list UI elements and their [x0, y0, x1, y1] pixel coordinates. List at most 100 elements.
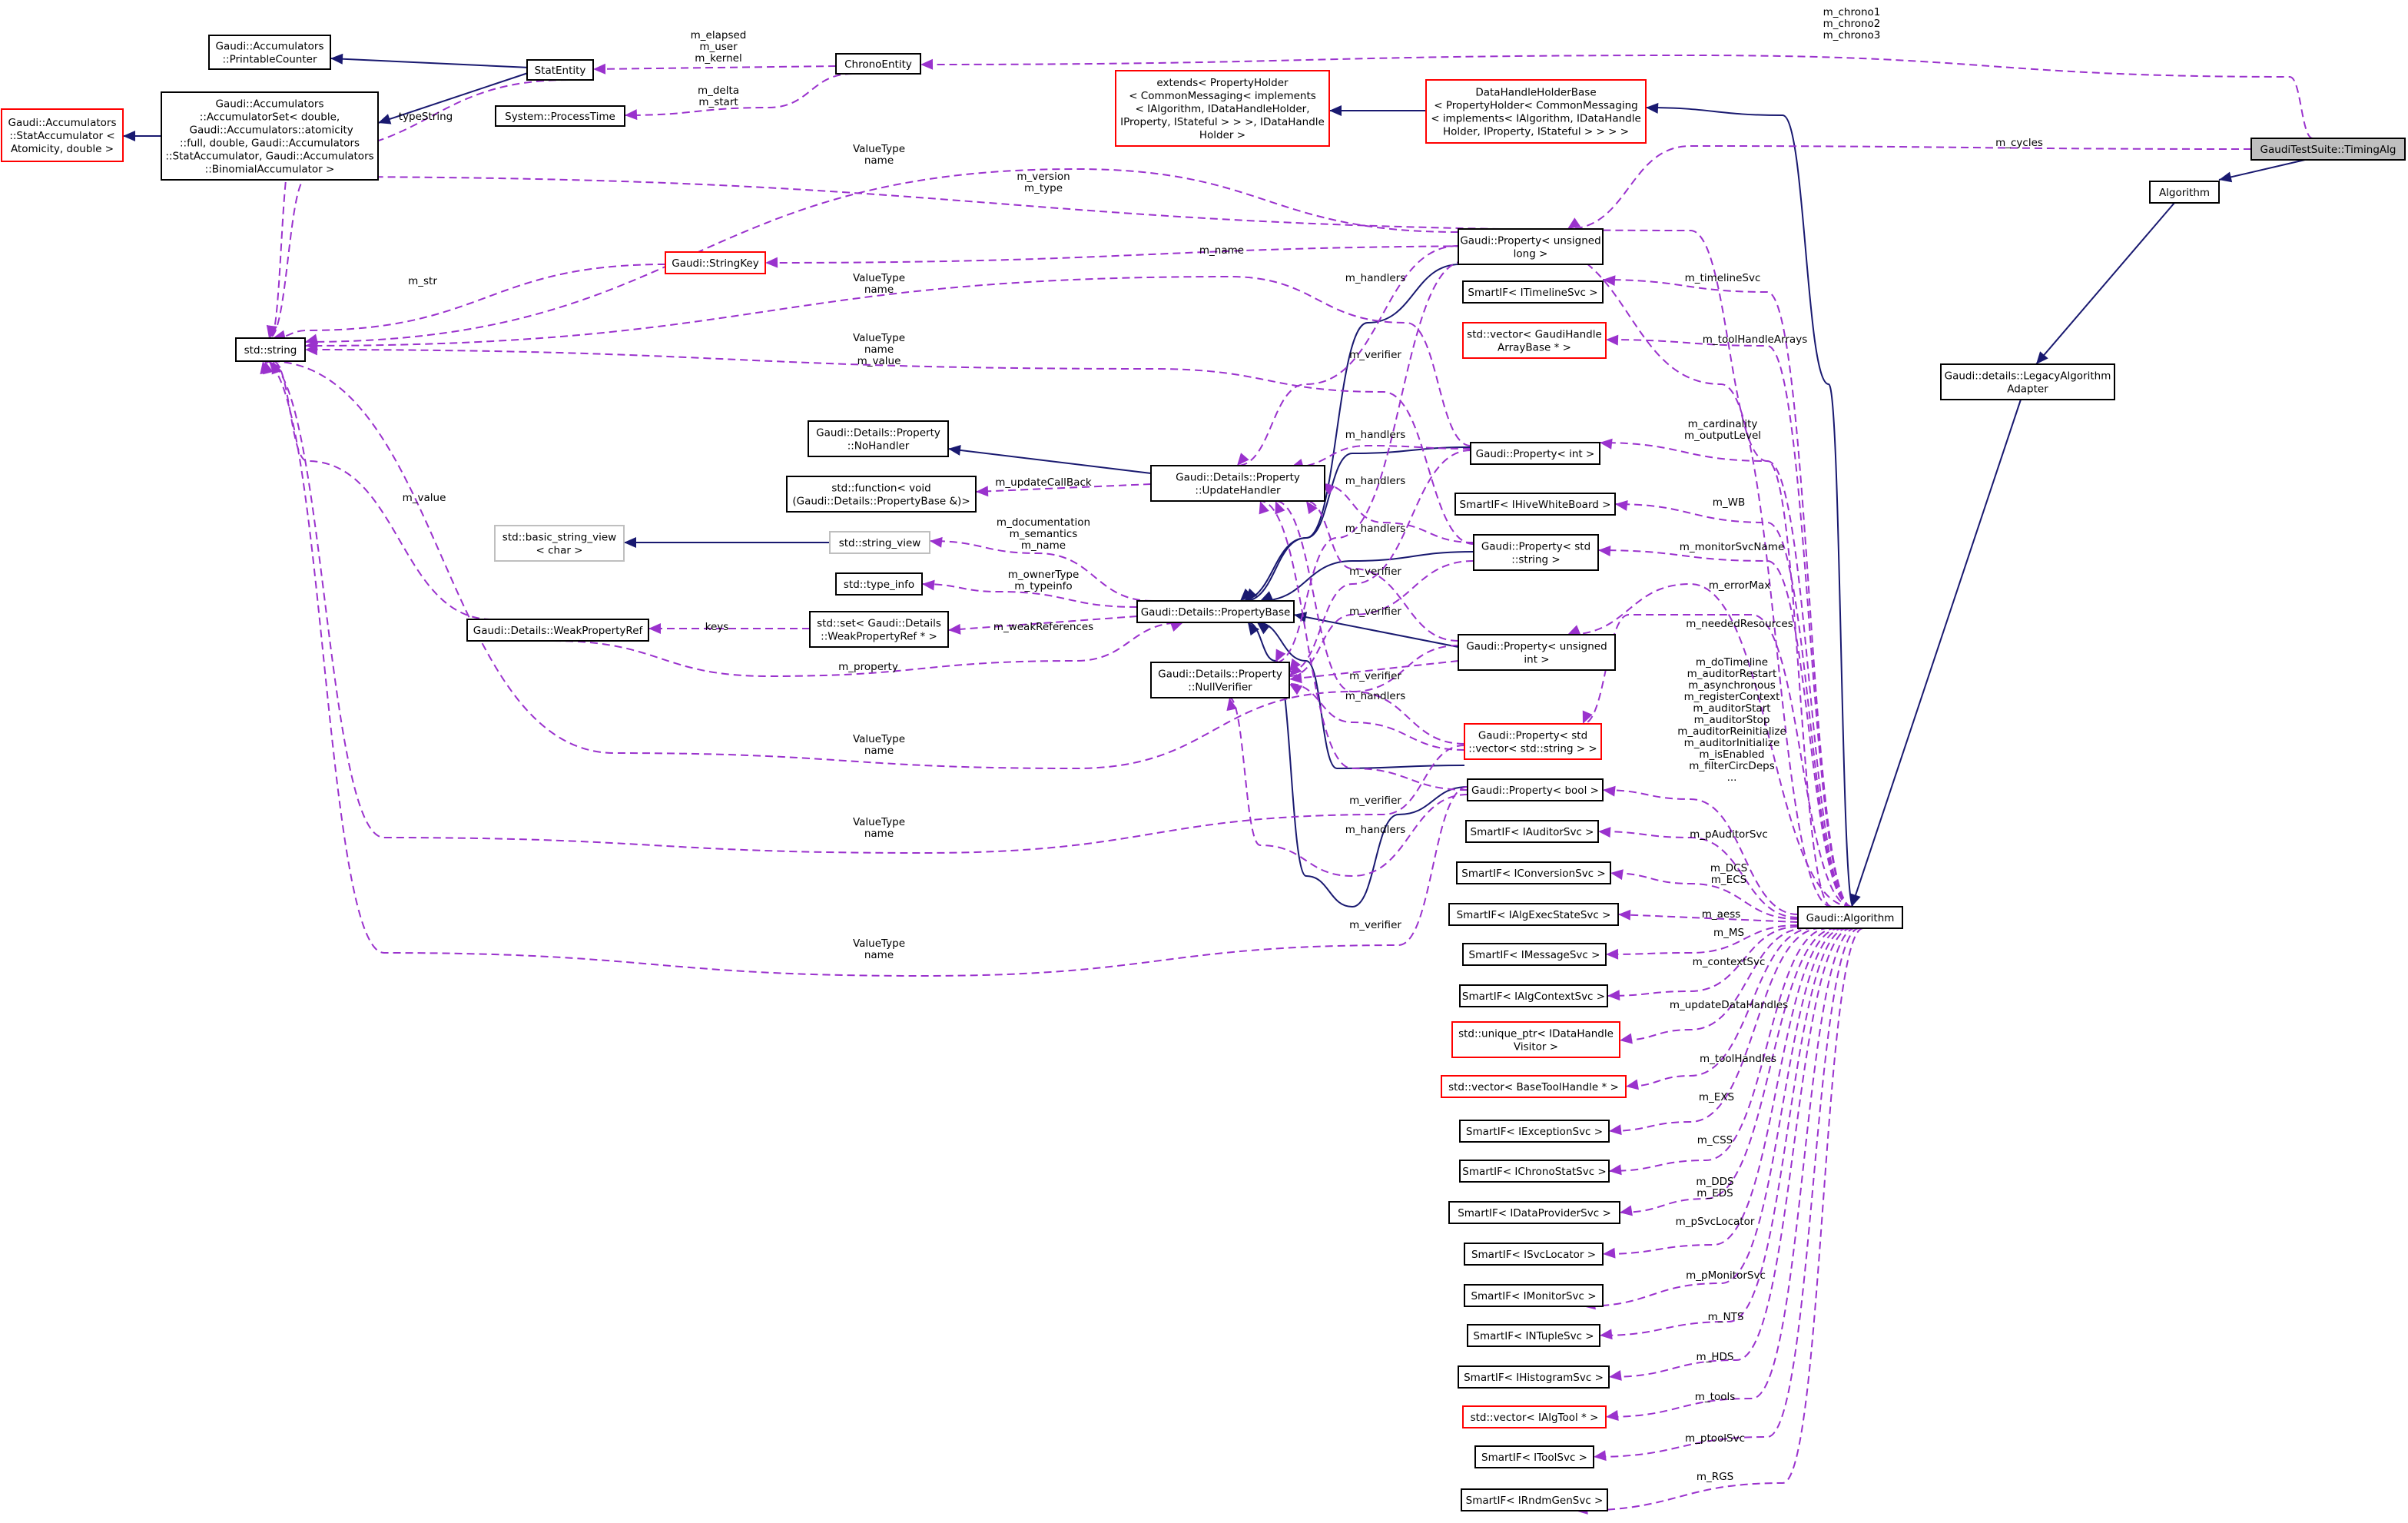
class-node-algexec[interactable]: SmartIF< IAlgExecStateSvc >	[1448, 903, 1619, 926]
usage-line	[1289, 660, 1459, 680]
class-node-stataccum[interactable]: Gaudi::Accumulators::StatAccumulator <At…	[1, 108, 124, 162]
class-node-datahandleholder[interactable]: DataHandleHolderBase< PropertyHolder< Co…	[1425, 79, 1647, 144]
class-name: SmartIF< IConversionSvc >	[1461, 868, 1605, 880]
class-node-stringkey[interactable]: Gaudi::StringKey	[665, 251, 766, 274]
usage-arrowhead	[1603, 275, 1616, 287]
class-node-prop_string[interactable]: Gaudi::Property< std::string >	[1473, 534, 1599, 571]
usage-line	[1619, 927, 1837, 1213]
class-node-algorithm_top[interactable]: Algorithm	[2149, 181, 2220, 204]
usage-arrowhead	[1275, 501, 1285, 515]
usage-line	[920, 54, 2313, 139]
class-node-nullverifier[interactable]: Gaudi::Details::Property::NullVerifier	[1150, 662, 1290, 698]
class-node-propertybase[interactable]: Gaudi::Details::PropertyBase	[1136, 600, 1295, 623]
usage-edge-gaudialgorithm-excsvc	[1608, 927, 1822, 1136]
class-node-stringview[interactable]: std::string_view	[829, 531, 930, 554]
class-node-basicsv[interactable]: std::basic_string_view< char >	[494, 525, 625, 562]
class-node-rndmsvc[interactable]: SmartIF< IRndmGenSvc >	[1461, 1488, 1608, 1511]
usage-line	[304, 349, 1474, 545]
class-node-monsvc[interactable]: SmartIF< IMonitorSvc >	[1464, 1284, 1604, 1307]
class-node-gaudialgorithm[interactable]: Gaudi::Algorithm	[1797, 906, 1903, 929]
usage-edge-gaudialgorithm-prop_bool	[1602, 785, 1799, 915]
usage-line	[268, 360, 1459, 770]
class-box	[466, 619, 649, 642]
usage-line	[1321, 483, 1474, 543]
inheritance-line	[947, 448, 1152, 474]
class-node-typeinfo[interactable]: std::type_info	[835, 572, 923, 596]
class-box	[1473, 534, 1599, 571]
class-node-hivewb[interactable]: SmartIF< IHiveWhiteBoard >	[1454, 493, 1616, 516]
usage-line	[1567, 144, 2252, 230]
class-node-weakref[interactable]: Gaudi::Details::WeakPropertyRef	[466, 619, 649, 642]
usage-edge-gaudialgorithm-uniqueptr	[1619, 927, 1806, 1044]
class-node-stdset[interactable]: std::set< Gaudi::Details::WeakPropertyRe…	[809, 611, 949, 648]
class-node-chronosvc[interactable]: SmartIF< IChronoStatSvc >	[1459, 1160, 1610, 1183]
edge-label-prop_vecstr-nullverifier: m_verifier	[1349, 795, 1401, 807]
usage-edge-prop_bool-updatehandler	[1259, 500, 1468, 791]
class-node-ntuplesvc[interactable]: SmartIF< INTupleSvc >	[1467, 1324, 1600, 1347]
class-node-printablecounter[interactable]: Gaudi::Accumulators::PrintableCounter	[208, 35, 331, 70]
class-node-prop_vecstr[interactable]: Gaudi::Property< std::vector< std::strin…	[1464, 723, 1602, 760]
edge-label-statentity-stdstring: typeString	[399, 111, 453, 123]
edge-label-gaudialgorithm-toolsvc: m_ptoolSvc	[1685, 1432, 1745, 1445]
class-node-toolsvc[interactable]: SmartIF< IToolSvc >	[1474, 1445, 1594, 1468]
usage-arrowhead	[1169, 621, 1183, 632]
class-node-algcontext[interactable]: SmartIF< IAlgContextSvc >	[1459, 984, 1608, 1007]
class-node-prop_bool[interactable]: Gaudi::Property< bool >	[1467, 778, 1604, 801]
class-box	[2149, 181, 2220, 204]
class-name: Gaudi::Accumulators::AccumulatorSet< dou…	[165, 98, 373, 176]
class-node-vec_basetool[interactable]: std::vector< BaseToolHandle * >	[1441, 1075, 1627, 1098]
usage-arrowhead	[1289, 684, 1303, 695]
class-name: SmartIF< IChronoStatSvc >	[1462, 1166, 1607, 1178]
class-node-auditorsvc[interactable]: SmartIF< IAuditorSvc >	[1465, 820, 1599, 843]
class-name: DataHandleHolderBase< PropertyHolder< Co…	[1431, 87, 1641, 138]
class-box	[1470, 442, 1600, 465]
class-box	[1136, 600, 1295, 623]
usage-arrowhead	[1607, 990, 1620, 1001]
class-box	[1454, 493, 1616, 516]
class-node-dataprov[interactable]: SmartIF< IDataProviderSvc >	[1448, 1201, 1620, 1224]
class-node-timingalg[interactable]: GaudiTestSuite::TimingAlg	[2250, 138, 2406, 161]
inheritance-line	[1645, 107, 1854, 907]
class-box	[1456, 861, 1611, 884]
class-node-histsvc[interactable]: SmartIF< IHistogramSvc >	[1458, 1365, 1610, 1389]
class-box	[1464, 1243, 1604, 1266]
class-node-updatehandler[interactable]: Gaudi::Details::Property::UpdateHandler	[1150, 465, 1325, 502]
class-node-timelinesvc[interactable]: SmartIF< ITimelineSvc >	[1462, 280, 1604, 304]
class-node-chronoentity[interactable]: ChronoEntity	[835, 53, 921, 75]
class-node-statentity[interactable]: StatEntity	[526, 59, 594, 81]
class-name: StatEntity	[535, 65, 586, 77]
class-node-prop_int[interactable]: Gaudi::Property< int >	[1470, 442, 1600, 465]
class-node-stdstring[interactable]: std::string	[235, 337, 306, 362]
class-node-msgsvc[interactable]: SmartIF< IMessageSvc >	[1462, 943, 1607, 966]
class-node-excsvc[interactable]: SmartIF< IExceptionSvc >	[1459, 1120, 1610, 1143]
class-node-accumset[interactable]: Gaudi::Accumulators::AccumulatorSet< dou…	[161, 91, 379, 181]
class-node-convsvc[interactable]: SmartIF< IConversionSvc >	[1456, 861, 1611, 884]
usage-arrowhead	[1615, 499, 1628, 511]
class-node-svcloc[interactable]: SmartIF< ISvcLocator >	[1464, 1243, 1604, 1266]
class-node-noHandler[interactable]: Gaudi::Details::Property::NoHandler	[808, 420, 949, 457]
usage-line	[1275, 260, 1465, 663]
usage-arrowhead	[1598, 546, 1611, 557]
class-node-vec_algtool[interactable]: std::vector< IAlgTool * >	[1462, 1405, 1607, 1428]
class-name: std::string_view	[839, 537, 921, 549]
inheritance-arrowhead	[330, 53, 343, 65]
class-node-stdfunction[interactable]: std::function< void(Gaudi::Details::Prop…	[786, 476, 977, 513]
class-node-extendsph[interactable]: extends< PropertyHolder< CommonMessaging…	[1115, 70, 1330, 147]
class-node-processtime[interactable]: System::ProcessTime	[495, 105, 625, 127]
inheritance-line	[1247, 622, 1468, 908]
edge-label-gaudialgorithm-algexec: m_aess	[1702, 908, 1741, 921]
usage-edge-chronoentity-processtime	[624, 73, 854, 121]
usage-line	[975, 483, 1152, 493]
usage-line	[1599, 927, 1849, 1336]
